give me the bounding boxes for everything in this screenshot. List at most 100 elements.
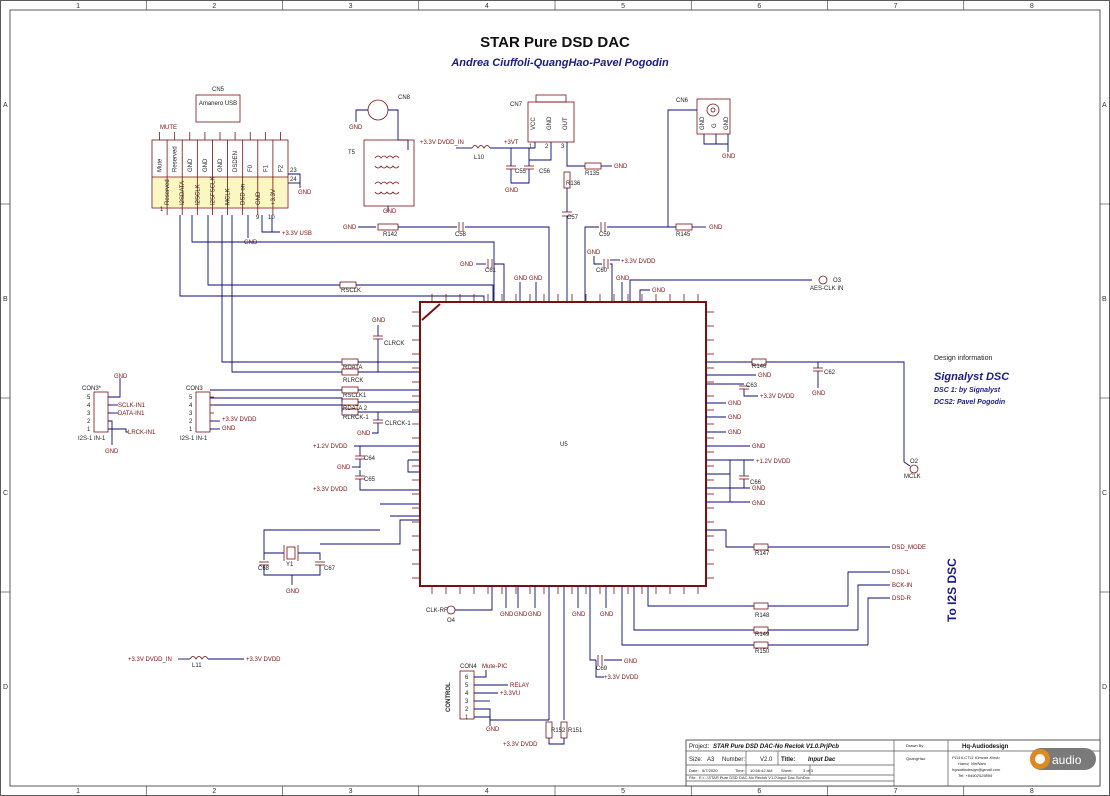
gnd-label: GND — [222, 426, 236, 432]
tb-size: A3 — [707, 757, 715, 763]
gnd-label: GND — [298, 190, 312, 196]
rlrck1-ref: RLRCK-1 — [343, 415, 369, 421]
cn5-header-fill — [153, 177, 287, 207]
c57-ref: C57 — [567, 215, 579, 221]
tb-number-label: Number: — [722, 757, 745, 763]
gnd-label: GND — [357, 431, 371, 437]
header-pin-number: 2 — [87, 419, 91, 425]
header-pin-number: 3 — [87, 411, 91, 417]
design-info-line2: DCS2: Pavel Pogodin — [934, 399, 1005, 406]
gnd-label: GND — [372, 318, 386, 324]
mute-net: MUTE — [160, 125, 177, 131]
cn5-bottom-pin-label: I2SCLK — [195, 184, 201, 205]
gnd-label: GND — [728, 401, 742, 407]
r142-ref: R142 — [383, 232, 398, 238]
header-pin-number: 2 — [189, 419, 193, 425]
left-input-network: GND CLRCK RDATA RLRCK RSCLK1 RDATA 2 RLR… — [210, 318, 420, 437]
schematic-authors: Andrea Ciuffoli-QuangHao-Pavel Pogodin — [450, 57, 669, 69]
r152-ref: R152 — [551, 728, 566, 734]
rdata-ref: RDATA — [343, 365, 362, 371]
cn5-top-pin-label: Reserved — [173, 146, 179, 172]
cn5-pin23: 23 — [290, 168, 297, 174]
c56-ref: C56 — [539, 169, 551, 175]
schematic-title: STAR Pure DSD DAC — [480, 34, 630, 51]
header-pin-number: 1 — [87, 427, 91, 433]
v33-dvdd-net: +3.3V DVDD — [621, 259, 656, 265]
gnd-label: GND — [758, 373, 772, 379]
v33-usb-net: +3.3V USB — [282, 231, 312, 237]
cn5-ref: CN5 — [212, 87, 225, 93]
cn5-top-pin-label: F0 — [248, 164, 254, 172]
cn5-top-pin-label: Mute — [158, 158, 164, 172]
tb-date-label: Date: — [689, 768, 699, 773]
header-pin-number: 3 — [189, 411, 193, 417]
zone-column-label: 5 — [621, 3, 625, 10]
con4-pin-number: 2 — [465, 707, 469, 713]
zone-column-label: 3 — [349, 3, 353, 10]
zone-row-label: B — [3, 296, 8, 303]
zone-row-label: D — [3, 684, 8, 691]
cn6-pin-g: G — [712, 123, 718, 128]
rsclk1-ref: RSCLK1 — [343, 393, 367, 399]
cn5-bottom-pin-label: MCLK — [226, 188, 232, 205]
clrck1-ref: CLRCK-1 — [385, 421, 411, 427]
cn8-ref: CN8 — [398, 95, 411, 101]
v33-dvdd-net: +3.3V DVDD — [222, 417, 257, 423]
cn5-bottom-pin-label: Reserved — [165, 179, 171, 205]
cn5-top-pin-label: F1 — [263, 164, 269, 172]
title-block: Project: STAR Pure DSD DAC-No Reclok V1.… — [685, 739, 1101, 787]
l11-inductor: +3.3V DVDD_IN L11 +3.3V DVDD — [128, 656, 281, 669]
zone-column-label: 6 — [757, 3, 761, 10]
r135-resistor — [584, 162, 602, 170]
lrck-in1-net: LRCK-IN1 — [128, 430, 156, 436]
logo-text: audio — [1052, 753, 1082, 767]
v3vt-net: +3VT — [504, 140, 519, 146]
zone-row-label: C — [3, 490, 8, 497]
zone-column-label: 4 — [485, 3, 489, 10]
u5-ref: U5 — [560, 442, 568, 448]
con4-pin-number: 5 — [465, 683, 469, 689]
c58-ref: C58 — [455, 232, 467, 238]
con4-pin-number: 6 — [465, 675, 469, 681]
y1-crystal — [286, 546, 296, 560]
clrck-ref: CLRCK — [384, 341, 404, 347]
r149-ref: R149 — [755, 632, 770, 638]
gnd-label: GND — [505, 188, 519, 194]
con3b-ref: CON3 — [186, 386, 203, 392]
c64-ref: C64 — [364, 456, 376, 462]
v33-dvdd-in-net: +3.3V DVDD_IN — [128, 657, 172, 663]
v33u-net: +3.3VU — [500, 691, 520, 697]
cn7-pin-out: OUT — [563, 117, 569, 130]
mute-pic-net: Mute-PIC — [482, 664, 508, 670]
zone-column-label: 7 — [894, 3, 898, 10]
o3-test-point — [818, 275, 828, 285]
zone-column-label: 3 — [349, 788, 353, 795]
dsd-r-net: DSD-R — [892, 596, 912, 602]
header-pin-number: 1 — [189, 427, 193, 433]
r146-ref: R146 — [752, 364, 767, 370]
o2-test-point — [909, 464, 919, 474]
right-side-network: R146 C62 GND O2 MCLK GND C63 +3.3V DVDD … — [621, 358, 926, 655]
gnd-label: GND — [337, 465, 351, 471]
gnd-label: GND — [614, 164, 628, 170]
v33-dvdd-in-net: +3.3V DVDD_IN — [420, 140, 464, 146]
zone-column-label: 1 — [76, 3, 80, 10]
gnd-label: GND — [752, 486, 766, 492]
gnd-label: GND — [349, 125, 363, 131]
sclk-in1-net: SCLK-IN1 — [118, 403, 146, 409]
cn5-top-pin-label: F2 — [278, 164, 284, 172]
gnd-label: GND — [572, 612, 586, 618]
gnd-label: GND — [500, 612, 514, 618]
con4-side: CONTROL — [446, 682, 452, 712]
zone-column-label: 2 — [212, 3, 216, 10]
gnd-label: GND — [587, 250, 601, 256]
u5-dsc-chip: U5 — [412, 294, 714, 594]
bck-in-net: BCK-IN — [892, 583, 912, 589]
data-in1-net: DATA-IN1 — [118, 411, 145, 417]
cn5-bottom-pin-label: DSD on — [241, 184, 247, 205]
o2-ref: O2 — [910, 459, 919, 465]
gnd-label: GND — [529, 276, 543, 282]
